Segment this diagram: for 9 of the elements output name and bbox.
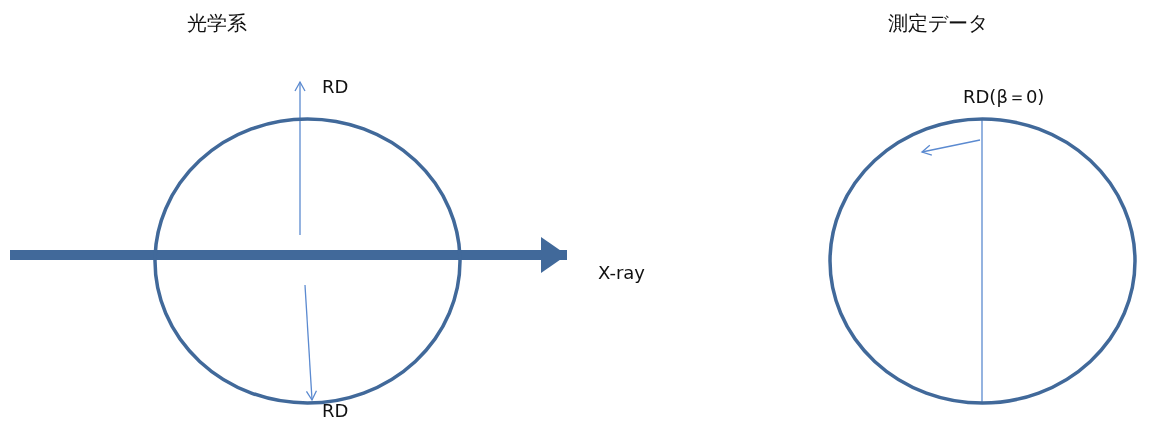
axis-label: RD(β＝0) (963, 86, 1045, 108)
axis-label: X-ray (598, 262, 645, 283)
section-heading: 光学系 (187, 12, 247, 34)
axis-label: RD (322, 400, 349, 421)
arrow (294, 81, 306, 236)
axis-label: RD (322, 76, 349, 97)
beam-arrow (10, 237, 567, 273)
section-heading: 測定データ (888, 12, 988, 34)
arrow (304, 284, 318, 401)
